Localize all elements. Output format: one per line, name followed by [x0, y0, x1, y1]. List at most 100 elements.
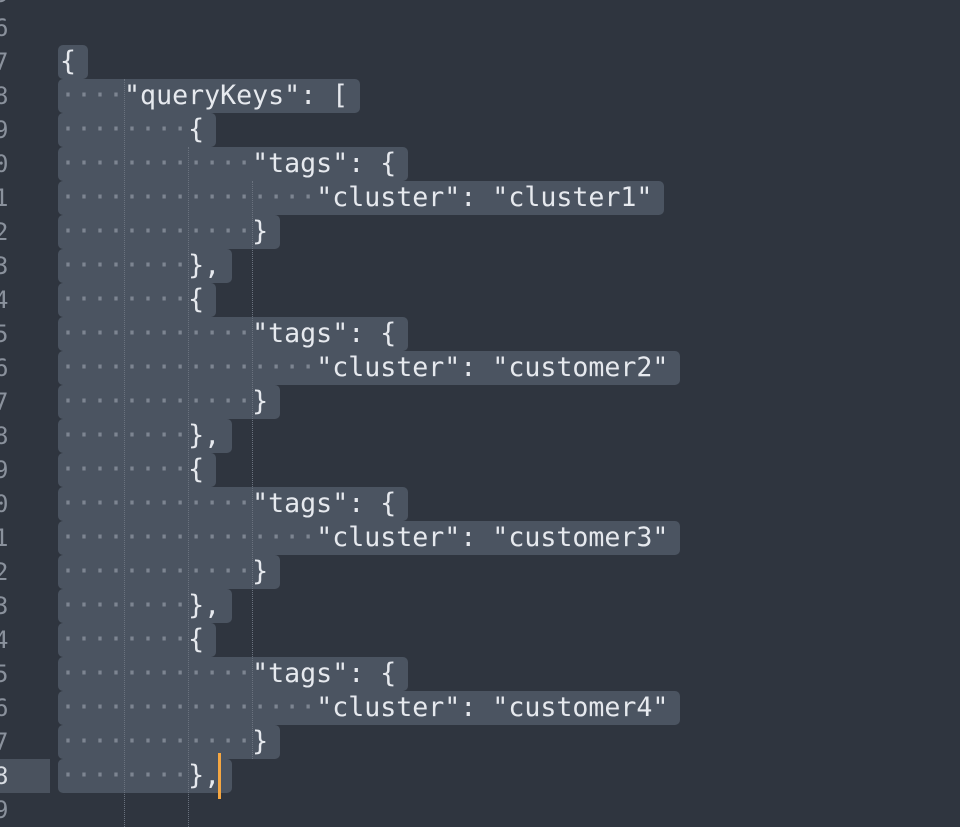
code-line[interactable]: ········},	[60, 249, 220, 283]
selection-highlight	[58, 215, 280, 249]
selection-highlight	[58, 453, 216, 487]
code-line[interactable]: ········{	[60, 623, 204, 657]
line-number: 1	[0, 521, 50, 555]
code-line[interactable]: {	[60, 45, 76, 79]
code-line[interactable]: ················"cluster": "cluster1"	[60, 181, 652, 215]
code-line[interactable]: ········{	[60, 113, 204, 147]
code-text: }	[252, 556, 269, 587]
selection-highlight	[58, 589, 232, 623]
line-number-text: 1	[0, 184, 9, 212]
selection-highlight	[58, 385, 280, 419]
text-cursor	[218, 753, 221, 799]
code-line[interactable]: ············"tags": {	[60, 317, 396, 351]
code-line[interactable]: ················"cluster": "customer2"	[60, 351, 668, 385]
code-text: },	[188, 760, 221, 791]
selection-highlight	[58, 521, 680, 555]
line-number: 5	[0, 317, 50, 351]
code-line[interactable]: ····"queryKeys": [	[60, 79, 348, 113]
code-text: {	[188, 454, 205, 485]
code-text: {	[188, 114, 205, 145]
line-number: 2	[0, 215, 50, 249]
indent-guide	[188, 147, 189, 827]
indent-guide	[252, 181, 253, 759]
line-number: 4	[0, 623, 50, 657]
line-number: 6	[0, 691, 50, 725]
line-number-text: 6	[0, 14, 9, 42]
line-number-text: 9	[0, 116, 9, 144]
line-number: 3	[0, 249, 50, 283]
line-number: 9	[0, 793, 50, 827]
selection-highlight	[58, 725, 280, 759]
code-text: },	[188, 420, 221, 451]
line-number: 8	[0, 79, 50, 113]
code-text: "cluster": "customer2"	[316, 352, 669, 383]
code-text: {	[188, 624, 205, 655]
line-number: 5	[0, 657, 50, 691]
line-number-text: 8	[0, 762, 9, 790]
line-number-text: 5	[0, 660, 9, 688]
selection-highlight	[58, 113, 216, 147]
line-number-text: 0	[0, 150, 9, 178]
code-text: "cluster": "cluster1"	[316, 182, 653, 213]
line-number-text: 2	[0, 558, 9, 586]
line-number: 7	[0, 385, 50, 419]
line-number-text: 0	[0, 490, 9, 518]
line-number: 1	[0, 181, 50, 215]
code-text: }	[252, 726, 269, 757]
code-line[interactable]: ············}	[60, 215, 268, 249]
whitespace-dots: ············	[60, 216, 253, 247]
line-number-text: 4	[0, 286, 9, 314]
code-text: }	[252, 386, 269, 417]
line-number: 3	[0, 589, 50, 623]
code-text: "cluster": "customer3"	[316, 522, 669, 553]
code-text: {	[188, 284, 205, 315]
code-text: }	[252, 216, 269, 247]
line-number-text: 2	[0, 218, 9, 246]
line-number: 8	[0, 759, 50, 793]
line-number-text: 6	[0, 354, 9, 382]
code-line[interactable]: ············}	[60, 385, 268, 419]
line-number-text: 9	[0, 796, 9, 824]
whitespace-dots: ············	[60, 726, 253, 757]
selection-highlight	[58, 147, 408, 181]
line-number-text: 5	[0, 0, 8, 11]
whitespace-dots: ············	[60, 658, 253, 689]
code-line[interactable]: ········},	[60, 589, 220, 623]
code-line[interactable]: ············"tags": {	[60, 147, 396, 181]
selection-highlight	[58, 249, 232, 283]
whitespace-dots: ············	[60, 318, 253, 349]
line-number-text: 8	[0, 82, 9, 110]
code-line[interactable]: ················"cluster": "customer3"	[60, 521, 668, 555]
code-text: },	[188, 250, 221, 281]
line-number-text: 1	[0, 524, 9, 552]
code-line[interactable]: ············}	[60, 555, 268, 589]
code-line[interactable]: ········{	[60, 453, 204, 487]
selection-highlight	[58, 623, 216, 657]
selection-highlight	[58, 181, 664, 215]
whitespace-dots: ············	[60, 556, 253, 587]
whitespace-dots: ············	[60, 148, 253, 179]
whitespace-dots: ············	[60, 488, 253, 519]
line-number-gutter: 5678901234567890123456789	[0, 0, 50, 824]
code-line[interactable]: ················"cluster": "customer4"	[60, 691, 668, 725]
line-number: 0	[0, 147, 50, 181]
code-line[interactable]: ········},	[60, 759, 220, 793]
code-line[interactable]: ········{	[60, 283, 204, 317]
line-number: 5	[0, 0, 50, 11]
selection-highlight	[58, 283, 216, 317]
line-number: 7	[0, 725, 50, 759]
line-number: 9	[0, 453, 50, 487]
code-line[interactable]: ············"tags": {	[60, 487, 396, 521]
code-line[interactable]: ············"tags": {	[60, 657, 396, 691]
line-number-text: 3	[0, 252, 9, 280]
code-line[interactable]: ········},	[60, 419, 220, 453]
selection-highlight	[58, 657, 408, 691]
line-number-text: 6	[0, 694, 9, 722]
line-number: 9	[0, 113, 50, 147]
code-line[interactable]: ············}	[60, 725, 268, 759]
code-text: },	[188, 590, 221, 621]
line-number: 6	[0, 11, 50, 45]
whitespace-dots: ············	[60, 386, 253, 417]
code-text: "tags": {	[252, 658, 397, 689]
selection-highlight	[58, 351, 680, 385]
